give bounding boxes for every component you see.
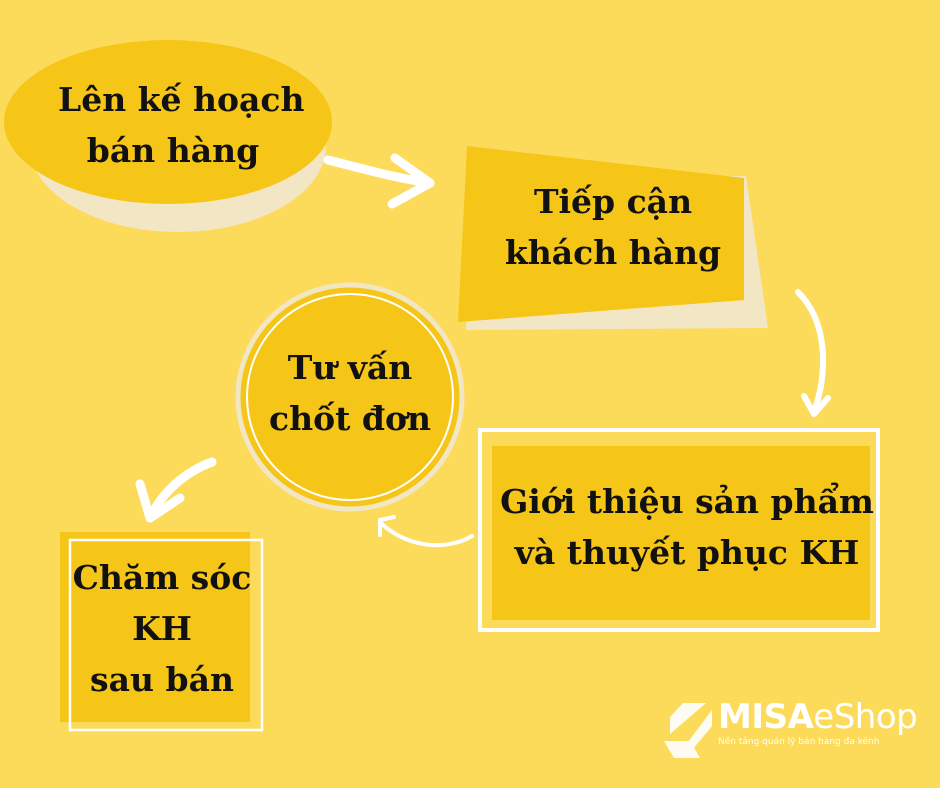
step-5-label: Chăm sóc KH sau bán bbox=[72, 558, 252, 700]
step-1-oval bbox=[4, 40, 332, 204]
arrow-4-to-5 bbox=[135, 457, 217, 523]
step-1-label: Lên kế hoạch bán hàng bbox=[58, 80, 305, 171]
arrow-1-to-2 bbox=[323, 153, 435, 209]
step-2-label: Tiếp cận khách hàng bbox=[504, 182, 722, 273]
logo-brand-bold: MISA bbox=[718, 697, 814, 737]
logo-tagline: Nền tảng quản lý bán hàng đa kênh bbox=[718, 737, 880, 747]
step-5-box bbox=[60, 532, 250, 722]
step-3-border bbox=[478, 428, 880, 632]
step-4-ring bbox=[246, 293, 454, 501]
step-5-border bbox=[68, 538, 264, 732]
step-3-label: Giới thiệu sản phẩm và thuyết phục KH bbox=[500, 482, 874, 573]
misa-logo-icon bbox=[664, 703, 712, 758]
step-2-box bbox=[458, 146, 744, 322]
arrow-3-to-4 bbox=[378, 515, 474, 548]
step-4-label: Tư vấn chốt đơn bbox=[269, 348, 431, 439]
logo-brand-light: eShop bbox=[813, 697, 918, 737]
misa-logo-text: MISAeShop Nền tảng quản lý bán hàng đa k… bbox=[718, 697, 918, 747]
step-4-circle bbox=[235, 282, 465, 512]
arrow-2-to-3 bbox=[795, 289, 831, 417]
step-3-box bbox=[492, 446, 870, 620]
